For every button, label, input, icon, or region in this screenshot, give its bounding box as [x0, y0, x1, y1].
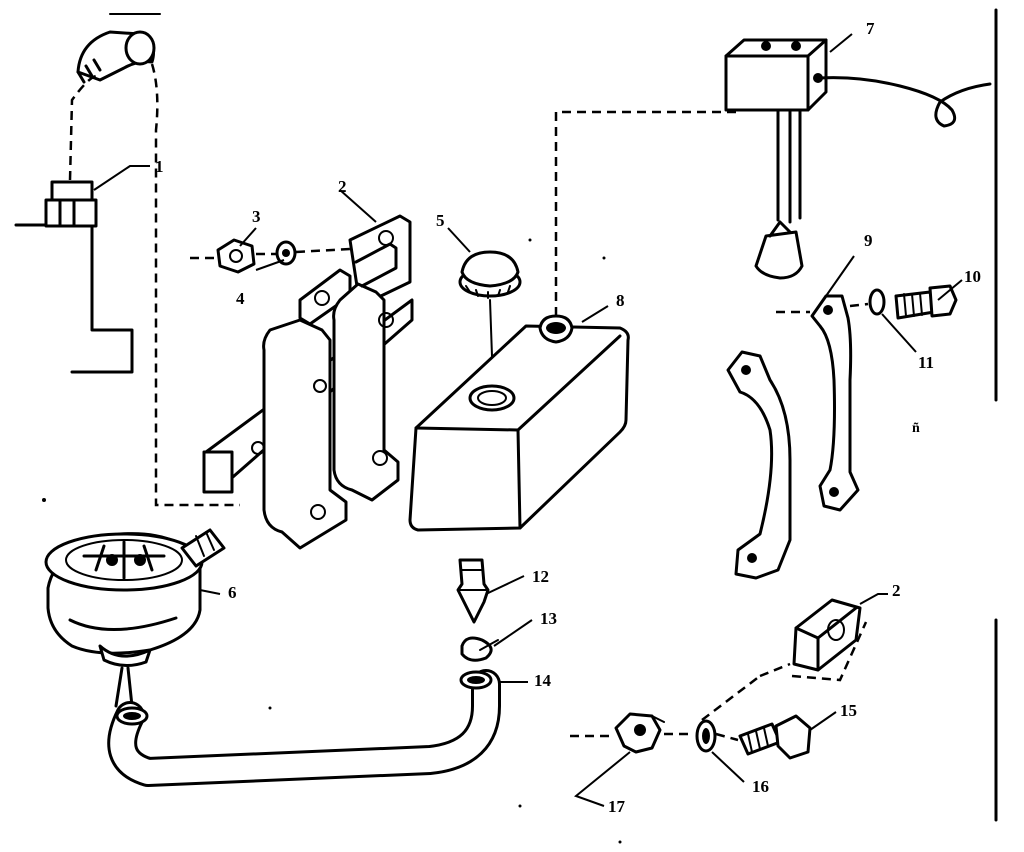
part-7-sender-unit — [724, 38, 992, 280]
part-9-clamp-left — [726, 350, 792, 580]
callout-8: 8 — [616, 291, 625, 310]
part-10-bolt — [894, 284, 958, 320]
part-5-cap — [458, 250, 522, 299]
scan-specks — [42, 238, 622, 844]
callout-12: 12 — [532, 567, 549, 586]
part-14-hose — [107, 669, 501, 787]
callout-4: 4 — [236, 289, 245, 308]
part-8-grommet — [538, 314, 574, 344]
part-12-fitting — [456, 558, 490, 624]
callout-2-lower: 2 — [892, 581, 901, 600]
callout-2: 2 — [338, 177, 347, 196]
callout-3: 3 — [252, 207, 261, 226]
part-4-washer — [275, 240, 297, 266]
leader-lines — [93, 33, 963, 807]
tank — [408, 324, 630, 532]
callout-6: 6 — [228, 583, 237, 602]
dashed-line-lower — [570, 732, 739, 742]
part-17-elbow — [614, 712, 665, 754]
callout-13: 13 — [540, 609, 557, 628]
part-1-elbow-fitting — [76, 30, 156, 84]
dashed-line-clamp-bolt — [776, 302, 869, 314]
part-2-bracket-assembly — [202, 214, 414, 550]
callout-11: 11 — [918, 353, 934, 372]
callout-1: 1 — [155, 157, 164, 176]
part-15-fitting — [738, 714, 812, 760]
part-6-pump — [44, 528, 226, 708]
callout-16: 16 — [752, 777, 769, 796]
callout-14: 14 — [534, 671, 552, 690]
part-3-nut — [216, 238, 256, 274]
callout-9: 9 — [864, 231, 873, 250]
callout-labels: 1 2 2 3 4 5 6 7 8 9 10 11 12 13 14 15 16… — [155, 19, 981, 816]
part-11-washer — [868, 288, 886, 316]
part-13-hose-clamp — [460, 636, 499, 662]
part-2-bracket-lower — [759, 598, 868, 682]
frame-lines — [109, 8, 998, 822]
callout-5: 5 — [436, 211, 445, 230]
dashed-line-lower-diagonal — [701, 675, 761, 721]
margin-mark: ñ — [912, 421, 920, 436]
part-16-washer — [695, 719, 717, 753]
callout-7: 7 — [866, 19, 875, 38]
callout-15: 15 — [840, 701, 857, 720]
part-9-clamp-right — [810, 294, 860, 512]
callout-17: 17 — [608, 797, 626, 816]
dashed-line-sender — [554, 110, 740, 316]
callout-10: 10 — [964, 267, 981, 286]
dashed-line-elbow — [68, 74, 97, 181]
dashed-line-pump — [150, 63, 240, 507]
part-1-housing — [14, 180, 134, 374]
